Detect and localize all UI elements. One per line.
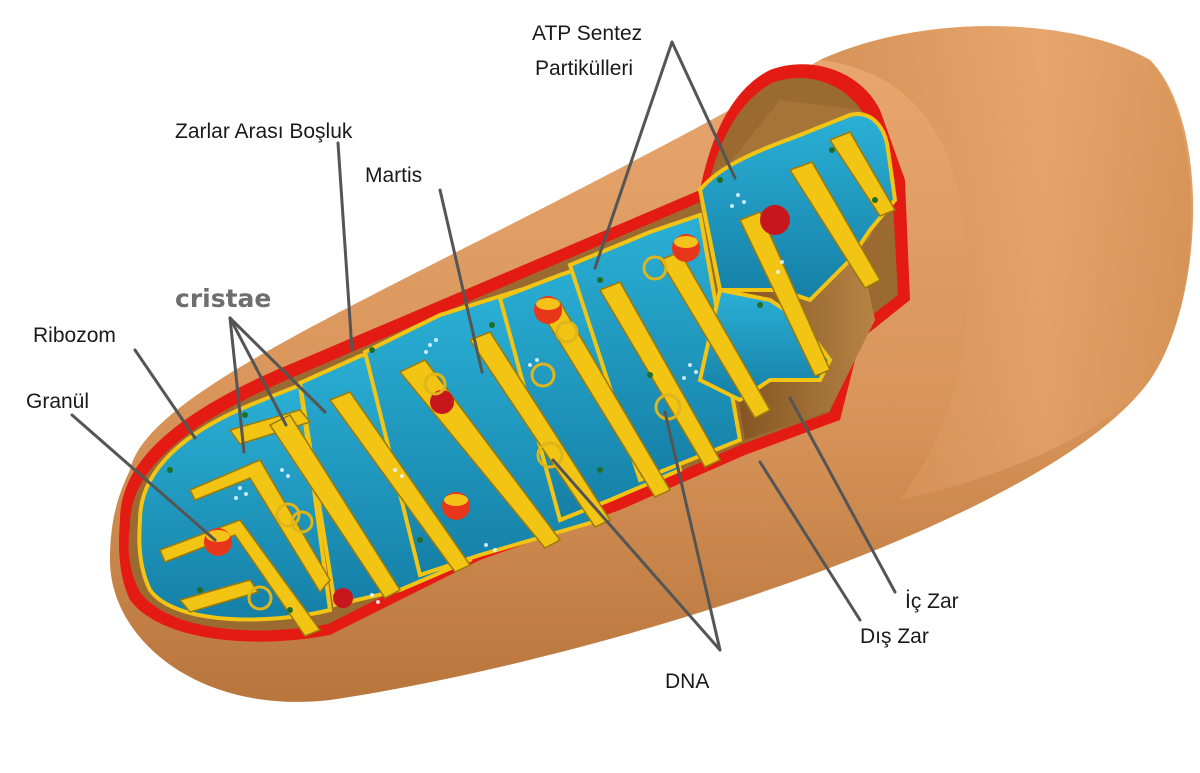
label-zarlar-arasi: Zarlar Arası Boşluk: [175, 120, 353, 143]
label-cristae: cristae: [175, 284, 271, 313]
label-martis: Martis: [365, 164, 422, 187]
leader-ic-zar: [788, 396, 897, 594]
leader-zarlar: [336, 141, 354, 352]
label-atp-line2: Partikülleri: [535, 57, 633, 80]
labels: ATP Sentez Partikülleri Zarlar Arası Boş…: [26, 22, 959, 693]
dna-rings: [247, 255, 682, 611]
leader-granul: [70, 413, 217, 542]
label-ribozom: Ribozom: [33, 324, 116, 347]
leader-dna-2: [663, 410, 722, 652]
leader-atp-2: [670, 40, 737, 180]
leader-cristae-3: [228, 316, 327, 414]
label-dna: DNA: [665, 670, 709, 693]
matrix-specks: [234, 193, 784, 604]
label-atp-line1: ATP Sentez: [532, 22, 642, 45]
leader-dis-zar: [758, 460, 862, 622]
granules: [204, 205, 790, 608]
leader-atp-1: [593, 40, 674, 270]
matrix: [137, 112, 898, 637]
leader-cristae-2: [228, 316, 288, 427]
leader-dna-1: [551, 458, 722, 652]
label-dis-zar: Dış Zar: [860, 625, 929, 648]
leader-martis: [438, 188, 484, 374]
ribosomes: [167, 147, 878, 613]
leader-ribozom: [133, 348, 197, 440]
leader-cristae-1: [228, 316, 246, 454]
label-granul: Granül: [26, 390, 89, 413]
label-ic-zar: İç Zar: [905, 590, 959, 613]
leader-lines: [70, 40, 897, 652]
